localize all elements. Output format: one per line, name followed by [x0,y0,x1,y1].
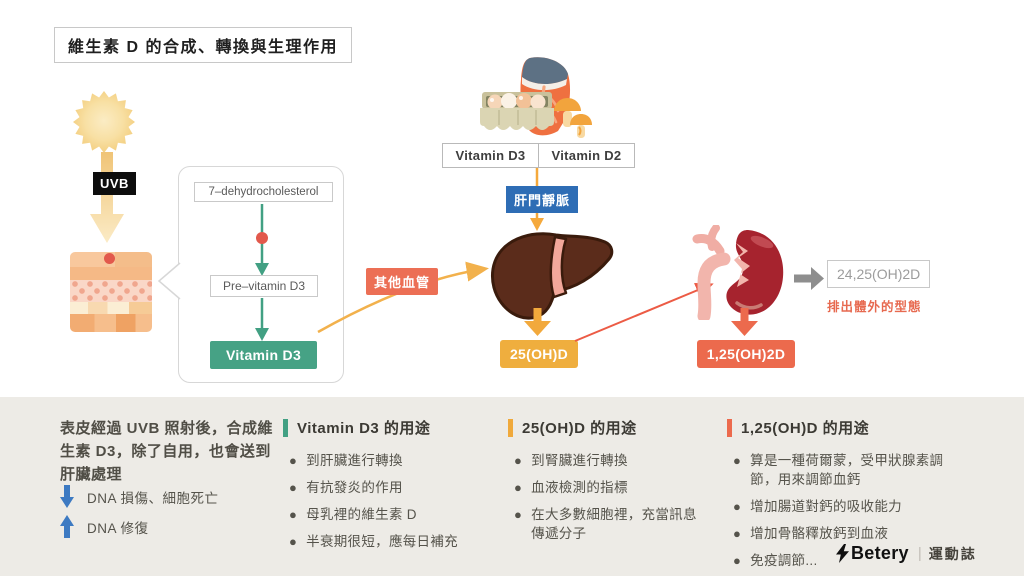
portal-vein-label: 肝門靜脈 [506,186,579,213]
d3-uses-list: ●到肝臟進行轉換 ●有抗發炎的作用 ●母乳裡的維生素 D ●半衰期很短，應每日補… [283,451,488,551]
step-pre-vitamin-d3: Pre–vitamin D3 [210,275,318,297]
list-item: ●血液檢測的指標 [514,480,628,495]
uv-photon-dot [104,253,115,264]
brand-footer: Betery | 運動誌 [836,543,977,564]
dna-damage-row: DNA 損傷、細胞死亡 [60,485,219,509]
d3-uses-column: Vitamin D3 的用途 ●到肝臟進行轉換 ●有抗發炎的作用 ●母乳裡的維生… [283,417,488,559]
list-item: ●有抗發炎的作用 [289,480,403,495]
callout-tail [157,262,181,300]
metabolite-25ohd-badge: 25(OH)D [500,340,578,368]
blue-arrow-down-icon [60,485,74,508]
bullet-icon: ● [733,526,742,541]
oh25-uses-list: ●到腎臟進行轉換 ●血液檢測的指標 ●在大多數細胞裡，充當訊息傳遞分子 [508,451,708,543]
kidney-output-arrow-icon [731,308,758,336]
excretion-note: 排出體外的型態 [827,300,922,314]
reaction-dot [256,232,268,244]
excretion-arrow-icon [794,267,824,290]
oh125-uses-heading: 1,25(OH)D 的用途 [727,417,965,438]
liver-illustration [490,232,614,320]
list-item: ●增加骨骼釋放鈣到血液 [733,526,889,541]
list-item: ●算是一種荷爾蒙，受甲狀腺素調節，用來調節血鈣 [733,453,944,487]
summary-panel: 表皮經過 UVB 照射後，合成維生素 D3，除了自用，也會送到肝臟處理 DNA … [0,397,1024,576]
list-item: ●免疫調節... [733,553,818,568]
dietary-source-labels: Vitamin D3 Vitamin D2 [442,143,635,168]
step-vitamin-d3-badge: Vitamin D3 [210,341,317,369]
skin-layer [70,280,152,302]
bullet-icon: ● [289,480,298,495]
list-item: ●在大多數細胞裡，充當訊息傳遞分子 [514,507,697,541]
bullet-icon: ● [289,453,298,468]
blue-arrow-up-icon [60,515,74,538]
dna-repair-row: DNA 修復 [60,515,149,539]
food-illustration [480,57,592,138]
page-title: 維生素 D 的合成、轉換與生理作用 [54,27,352,63]
transport-arrow-25ohd-to-kidney [574,282,714,342]
sun-icon [73,91,135,153]
green-arrow-down-icon [255,298,269,341]
bullet-icon: ● [733,499,742,514]
dna-repair-text: DNA 修復 [87,521,149,536]
list-item: ●增加腸道對鈣的吸收能力 [733,499,902,514]
skin-illustration [70,252,152,332]
mushroom-icon [554,98,592,138]
oh125-uses-heading-text: 1,25(OH)D 的用途 [741,420,870,437]
list-item: ●母乳裡的維生素 D [289,507,417,522]
list-item: ●到肝臟進行轉換 [289,453,403,468]
step-7-dehydrocholesterol: 7–dehydrocholesterol [194,182,333,202]
uvb-label: UVB [93,172,136,195]
green-bar-icon [283,418,288,437]
uvb-beam-arrow-icon [90,152,124,243]
skin-layer [70,267,152,280]
bullet-icon: ● [289,534,298,549]
skin-summary-text: 表皮經過 UVB 照射後，合成維生素 D3，除了自用，也會送到肝臟處理 [60,420,274,483]
egg-carton-icon [480,92,554,130]
brand-separator: | [917,545,922,562]
yellow-bar-icon [508,418,513,437]
skin-layer [70,302,152,314]
oh25-uses-heading: 25(OH)D 的用途 [508,417,708,438]
oh125-uses-column: 1,25(OH)D 的用途 ●算是一種荷爾蒙，受甲狀腺素調節，用來調節血鈣 ●增… [727,417,965,576]
oh25-uses-heading-text: 25(OH)D 的用途 [522,420,637,437]
red-bar-icon [727,418,732,437]
metabolite-125ohd-badge: 1,25(OH)2D [697,340,795,368]
bullet-icon: ● [514,507,523,522]
vitamin-d3-label: Vitamin D3 [443,144,539,167]
metabolite-2425ohd-box: 24,25(OH)2D [827,260,931,288]
other-vessels-label: 其他血管 [366,268,439,295]
oh25-uses-column: 25(OH)D 的用途 ●到腎臟進行轉換 ●血液檢測的指標 ●在大多數細胞裡，充… [508,417,708,551]
bullet-icon: ● [514,453,523,468]
lightning-bolt-icon [836,544,849,563]
site-name: 運動誌 [928,545,977,562]
bullet-icon: ● [514,480,523,495]
oh125-uses-list: ●算是一種荷爾蒙，受甲狀腺素調節，用來調節血鈣 ●增加腸道對鈣的吸收能力 ●增加… [727,451,958,570]
bullet-icon: ● [733,453,742,468]
list-item: ●到腎臟進行轉換 [514,453,628,468]
d3-uses-heading-text: Vitamin D3 的用途 [297,420,431,437]
brand-name: Betery [851,543,909,563]
bullet-icon: ● [733,553,742,568]
bullet-icon: ● [289,507,298,522]
skin-summary-column: 表皮經過 UVB 照射後，合成維生素 D3，除了自用，也會送到肝臟處理 [60,417,273,486]
dna-damage-text: DNA 損傷、細胞死亡 [87,491,219,506]
kidney-illustration [692,225,784,320]
liver-output-arrow-icon [524,308,551,336]
d3-uses-heading: Vitamin D3 的用途 [283,417,488,438]
vitamin-d2-label: Vitamin D2 [551,148,622,163]
skin-layer [70,314,152,332]
list-item: ●半衰期很短，應每日補充 [289,534,458,549]
